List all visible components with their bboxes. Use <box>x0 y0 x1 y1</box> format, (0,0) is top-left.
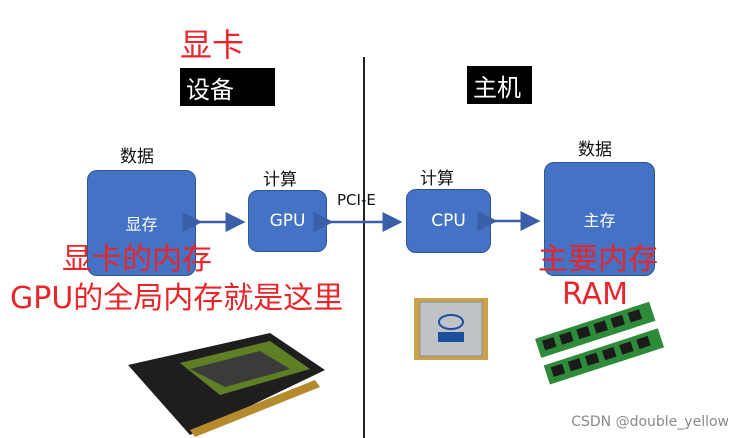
gpu-section-title: 显卡 <box>180 26 245 64</box>
graphics-card-image <box>128 333 325 437</box>
host-header: 主机 <box>467 66 532 104</box>
ram-modules-image <box>535 301 665 385</box>
device-memory-box: 显存 <box>87 170 196 276</box>
device-note-line2: GPU的全局内存就是这里 <box>10 281 344 316</box>
device-host-divider <box>363 57 365 438</box>
host-data-label: 数据 <box>578 140 612 160</box>
device-compute-label: 计算 <box>263 170 297 190</box>
host-memory-box: 主存 <box>544 162 655 276</box>
intel-cpu-image <box>414 298 488 360</box>
device-header: 设备 <box>180 68 275 106</box>
device-note-line1: 显卡的内存 <box>62 242 212 277</box>
host-note-line1: 主要内存 <box>538 242 658 277</box>
host-compute-label: 计算 <box>420 169 454 189</box>
device-data-label: 数据 <box>120 147 154 167</box>
cpu-box: CPU <box>406 189 491 253</box>
pcie-label: PCI-E <box>337 191 376 209</box>
csdn-watermark: CSDN @double_yellow <box>571 414 729 430</box>
host-note-line2: RAM <box>562 277 629 312</box>
